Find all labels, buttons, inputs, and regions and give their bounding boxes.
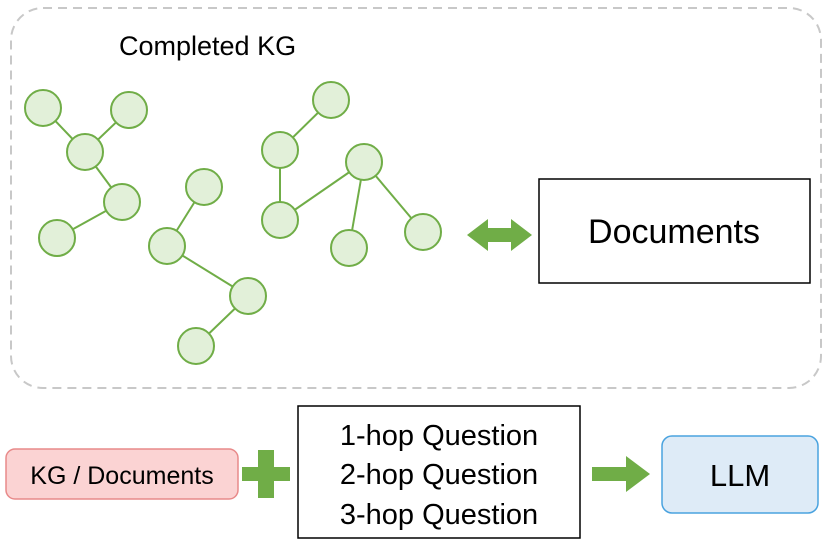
llm-box: LLM (661, 435, 819, 514)
kg-node (261, 201, 299, 239)
double-arrow-icon (467, 219, 532, 251)
kg-node (24, 89, 62, 127)
questions-box: 1-hop Question 2-hop Question 3-hop Ques… (297, 405, 581, 539)
documents-box-border (538, 178, 811, 284)
kg-nodes (24, 81, 442, 365)
kg-node (110, 91, 148, 129)
kg-node (177, 327, 215, 365)
kg-node (38, 219, 76, 257)
question-line-3: 3-hop Question (340, 499, 538, 531)
questions-box-border (297, 405, 581, 539)
input-box-border (5, 448, 239, 500)
kg-node (103, 183, 141, 221)
kg-node (404, 213, 442, 251)
documents-box: Documents (538, 178, 811, 284)
kg-edges (42, 99, 424, 347)
kg-node (330, 229, 368, 267)
documents-label: Documents (588, 213, 760, 251)
plus-icon (242, 450, 290, 498)
llm-label: LLM (710, 458, 770, 493)
input-label: KG / Documents (30, 462, 213, 490)
kg-node (345, 143, 383, 181)
kg-node (66, 133, 104, 171)
input-box: KG / Documents (5, 448, 239, 500)
kg-region-border (10, 7, 822, 389)
kg-node (312, 81, 350, 119)
kg-node (229, 277, 267, 315)
question-line-1: 1-hop Question (340, 420, 538, 452)
right-arrow-icon (592, 456, 650, 492)
kg-node (148, 227, 186, 265)
kg-region-title: Completed KG (119, 31, 296, 61)
kg-node (185, 168, 223, 206)
kg-node (261, 131, 299, 169)
question-line-2: 2-hop Question (340, 459, 538, 491)
llm-box-border (661, 435, 819, 514)
